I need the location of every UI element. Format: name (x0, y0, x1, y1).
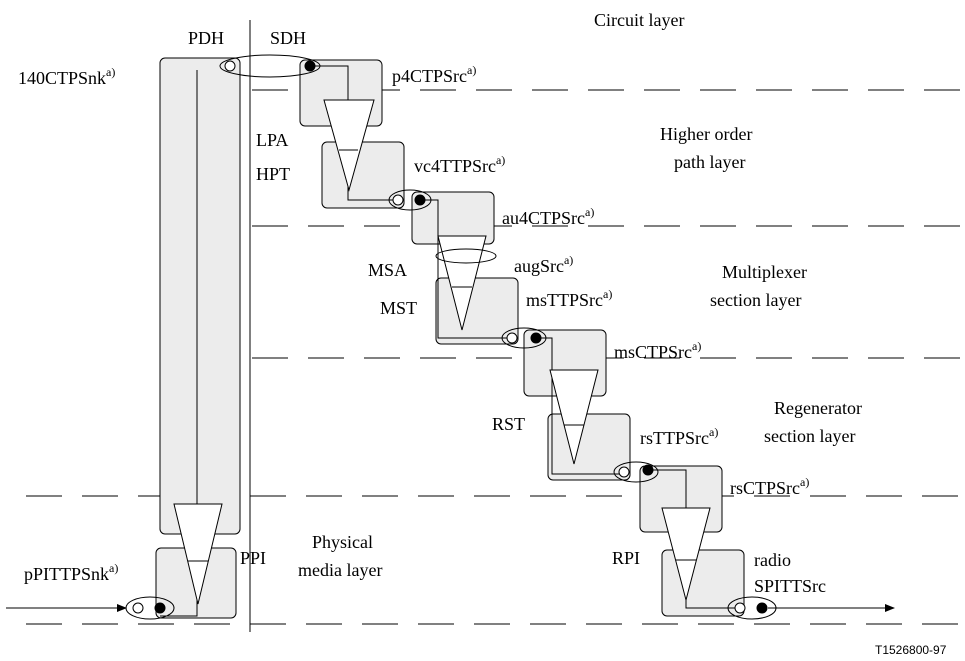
p4ctp-label: p4CTPSrca) (392, 63, 476, 86)
rsttp-box (547, 413, 631, 481)
circuit-layer-label: Circuit layer (594, 10, 684, 30)
hpt-label: HPT (256, 164, 290, 184)
msttp-connection-point (501, 327, 547, 349)
radio-connection-point (727, 596, 777, 620)
ppi-triangle (173, 503, 223, 605)
pdh-140-box (159, 57, 241, 535)
msttp-label: msTTPSrca) (526, 287, 612, 310)
physical-label: Physical (312, 532, 373, 552)
rpi-label: RPI (612, 548, 640, 568)
msttp-box (435, 277, 519, 345)
radio-spittp-box (661, 549, 745, 617)
path-layer-label: path layer (674, 152, 745, 172)
msa-label: MSA (368, 260, 407, 280)
mst-label: MST (380, 298, 417, 318)
ms-to-rs-line (536, 337, 622, 475)
rst-triangle (549, 369, 599, 465)
sdh-label: SDH (270, 28, 306, 48)
msctp-label: msCTPSrca) (614, 339, 701, 362)
rsttp-label: rsTTPSrca) (640, 425, 718, 448)
rpi-triangle (661, 507, 711, 602)
regenerator-label: Regenerator (774, 398, 862, 418)
aug-ellipse (435, 248, 497, 264)
aug-label: augSrca) (514, 253, 573, 276)
au4ctp-label: au4CTPSrca) (502, 205, 594, 228)
higher-order-label: Higher order (660, 124, 752, 144)
spittp-label: SPITTSrc (754, 576, 826, 596)
ctp140-label: 140CTPSnka) (18, 65, 115, 88)
ppittp-label: pPITTPSnka) (24, 561, 118, 584)
rsttp-connection-point (613, 461, 659, 483)
pdh-label: PDH (188, 28, 224, 48)
lpa-label: LPA (256, 130, 288, 150)
multiplexer-section-label: section layer (710, 290, 801, 310)
rst-label: RST (492, 414, 525, 434)
pdh-connection-line (160, 70, 198, 617)
regenerator-section-label: section layer (764, 426, 855, 446)
rsctp-label: rsCTPSrca) (730, 475, 809, 498)
figure-code: T1526800-97 (875, 643, 947, 657)
vc4ttp-box (321, 141, 405, 209)
physical-media-label: media layer (298, 560, 382, 580)
lpa-hpt-triangle (323, 99, 375, 192)
vc4ttp-connection-point (388, 189, 432, 211)
ppi-label: PPI (240, 548, 266, 568)
pdh-sdh-connection-point (219, 54, 321, 78)
radio-label: radio (754, 550, 791, 570)
vc4-to-ms-line (420, 199, 512, 339)
vc4ttp-label: vc4TTPSrca) (414, 153, 505, 176)
multiplexer-label: Multiplexer (722, 262, 807, 282)
msa-mst-triangle (437, 235, 487, 331)
